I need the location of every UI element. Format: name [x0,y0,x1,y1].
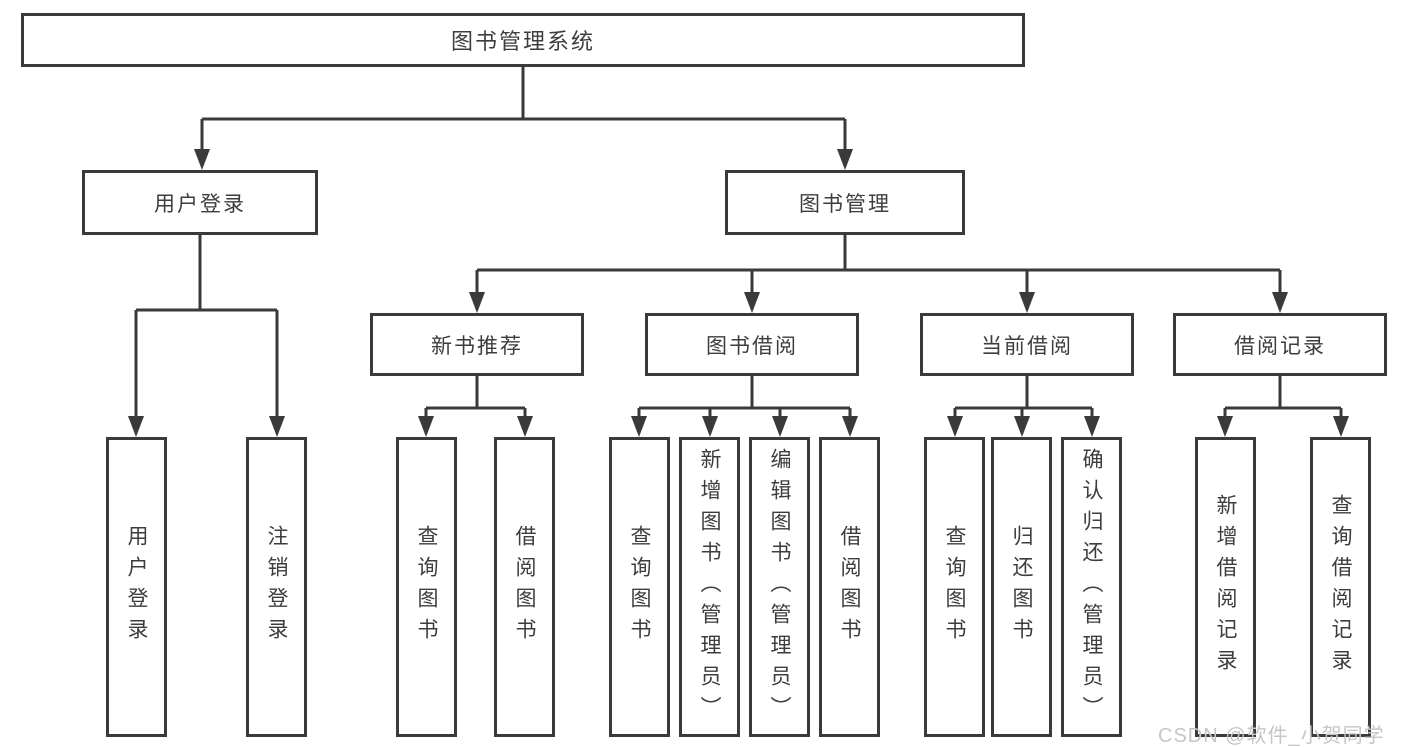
arrowhead [1084,416,1100,437]
leaf-return-books-label: 归还图书 [1010,525,1033,649]
node-root-label: 图书管理系统 [450,29,595,54]
arrowhead [772,416,788,437]
arrowhead [128,416,144,437]
connector-new-book-to-leaves [424,376,527,418]
arrowhead [418,416,434,437]
leaf-borrow-books: 借阅图书 [819,437,880,737]
connector-borrow-records-to-leaves [1223,376,1343,418]
arrowhead [631,416,647,437]
leaf-logout: 注销登录 [246,437,307,737]
node-root: 图书管理系统 [21,13,1025,67]
node-book-borrow-label: 图书借阅 [706,334,798,358]
arrowhead [744,292,760,313]
node-user-login-label: 用户登录 [154,192,246,216]
connector-root-to-level2 [200,67,847,151]
node-book-borrow: 图书借阅 [645,313,859,376]
arrowhead [1019,292,1035,313]
node-user-login: 用户登录 [82,170,318,235]
leaf-add-books-admin-label: 新增图书（管理员） [698,447,721,727]
arrowhead [194,149,210,170]
node-current-borrow: 当前借阅 [920,313,1134,376]
leaf-query-books-current-label: 查询图书 [943,525,966,649]
leaf-user-login: 用户登录 [106,437,167,737]
arrowhead [842,416,858,437]
leaf-edit-books-admin-label: 编辑图书（管理员） [768,447,791,727]
leaf-query-borrow-record: 查询借阅记录 [1310,437,1371,737]
arrowhead [837,149,853,170]
csdn-watermark: CSDN @软件_小贺同学 [1158,725,1385,747]
node-book-management: 图书管理 [725,170,965,235]
leaf-return-books: 归还图书 [991,437,1052,737]
arrowheads [128,149,1349,437]
connector-paths [134,67,1343,418]
node-borrow-records-label: 借阅记录 [1234,334,1326,358]
node-new-book-recommend: 新书推荐 [370,313,584,376]
leaf-add-books-admin: 新增图书（管理员） [679,437,740,737]
arrowhead [1217,416,1233,437]
leaf-add-borrow-record-label: 新增借阅记录 [1214,494,1237,680]
leaf-query-books-borrow: 查询图书 [609,437,670,737]
arrowhead [702,416,718,437]
leaf-query-books-current: 查询图书 [924,437,985,737]
arrowhead [517,416,533,437]
node-book-management-label: 图书管理 [799,192,891,216]
leaf-borrow-books-recommend-label: 借阅图书 [513,525,536,649]
leaf-logout-label: 注销登录 [265,525,288,649]
arrowhead [269,416,285,437]
node-borrow-records: 借阅记录 [1173,313,1387,376]
leaf-user-login-label: 用户登录 [125,525,148,649]
connector-book-borrow-to-leaves [637,376,852,418]
leaf-borrow-books-recommend: 借阅图书 [494,437,555,737]
connector-user-login-to-leaves [134,235,279,418]
leaf-query-books-borrow-label: 查询图书 [628,525,651,649]
arrowhead [1333,416,1349,437]
leaf-edit-books-admin: 编辑图书（管理员） [749,437,810,737]
arrowhead [469,292,485,313]
arrowhead [1272,292,1288,313]
leaf-borrow-books-label: 借阅图书 [838,525,861,649]
arrowhead [947,416,963,437]
node-new-book-recommend-label: 新书推荐 [431,334,523,358]
leaf-add-borrow-record: 新增借阅记录 [1195,437,1256,737]
connector-current-borrow-to-leaves [953,376,1094,418]
arrowhead [1014,416,1030,437]
leaf-confirm-return-admin-label: 确认归还（管理员） [1080,447,1103,727]
leaf-query-books-recommend-label: 查询图书 [415,525,438,649]
leaf-confirm-return-admin: 确认归还（管理员） [1061,437,1122,737]
leaf-query-books-recommend: 查询图书 [396,437,457,737]
node-current-borrow-label: 当前借阅 [981,334,1073,358]
leaf-query-borrow-record-label: 查询借阅记录 [1329,494,1352,680]
connector-book-mgmt-to-level3 [475,235,1282,294]
